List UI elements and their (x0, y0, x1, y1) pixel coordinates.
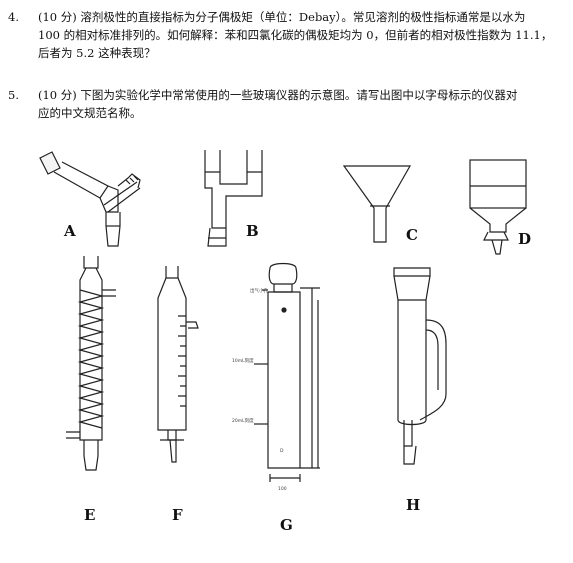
g-annotation: D (280, 448, 284, 454)
label-c: C (406, 226, 418, 244)
label-d: D (518, 230, 532, 248)
question-text: (10 分) 溶剂极性的直接指标为分子偶极矩（单位：Debay）。常见溶剂的极性… (38, 8, 568, 62)
apparatus-f (157, 266, 199, 463)
label-f: F (172, 506, 183, 524)
question-number: 4. (8, 10, 19, 24)
label-a: A (64, 222, 76, 240)
question-number: 5. (8, 88, 19, 102)
apparatus-h (393, 267, 447, 465)
apparatus-c (342, 165, 412, 243)
apparatus-a (39, 151, 141, 247)
apparatus-d (469, 159, 527, 255)
question-line: (10 分) 下图为实验化学中常常使用的一些玻璃仪器的示意图。请写出图中以字母标… (38, 88, 518, 102)
apparatus-b (204, 150, 263, 247)
label-h: H (406, 496, 421, 514)
question-text: (10 分) 下图为实验化学中常常使用的一些玻璃仪器的示意图。请写出图中以字母标… (38, 86, 568, 122)
g-annotation: 10mL刻度 (232, 357, 254, 364)
g-annotation: 出气小孔 (250, 287, 268, 294)
g-annotation: 20mL刻度 (232, 417, 254, 424)
apparatus-g (254, 262, 320, 482)
question-line: 后者为 5.2 这种表现？ (38, 46, 156, 60)
label-b: B (246, 222, 259, 240)
g-annotation: 100 (278, 486, 287, 492)
label-g: G (280, 516, 293, 534)
question-line: 100 的相对标准排列的。如何解释：苯和四氯化碳的偶极矩均为 0，但前者的相对极… (38, 28, 553, 42)
question-line: 应的中文规范名称。 (38, 106, 142, 120)
apparatus-e (66, 256, 116, 471)
label-e: E (84, 506, 96, 524)
question-line: (10 分) 溶剂极性的直接指标为分子偶极矩（单位：Debay）。常见溶剂的极性… (38, 10, 526, 24)
